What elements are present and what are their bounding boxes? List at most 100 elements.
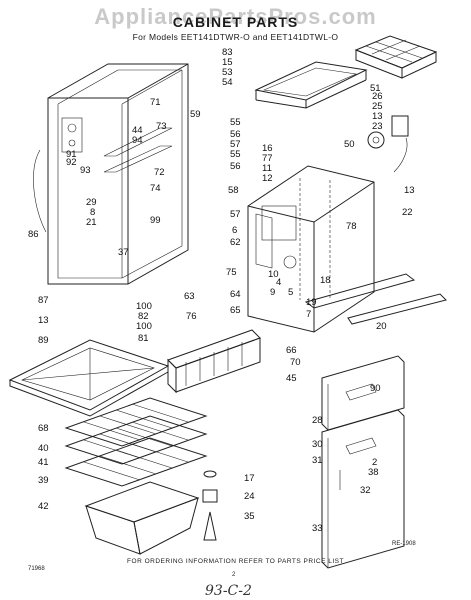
callout-18[interactable]: 18 — [320, 275, 331, 286]
callout-39[interactable]: 39 — [38, 475, 49, 486]
callout-37[interactable]: 37 — [118, 247, 129, 258]
callout-2[interactable]: 2 — [372, 457, 378, 468]
watermark-text: AppliancePartsPros.com — [94, 4, 377, 29]
callout-31[interactable]: 31 — [312, 455, 323, 466]
page-number: 2 — [232, 572, 236, 578]
callout-83[interactable]: 83 — [222, 47, 233, 58]
callout-92[interactable]: 92 — [66, 157, 77, 168]
callout-51[interactable]: 51 — [370, 83, 381, 94]
callout-26[interactable]: 26 — [372, 91, 383, 102]
callout-41[interactable]: 41 — [38, 457, 49, 468]
callout-55a[interactable]: 55 — [230, 117, 241, 128]
callout-93[interactable]: 93 — [80, 165, 91, 176]
crisper-drawer — [84, 481, 200, 555]
callout-71[interactable]: 71 — [150, 97, 161, 108]
callout-4[interactable]: 4 — [276, 277, 282, 288]
callout-24[interactable]: 24 — [244, 491, 255, 502]
callout-29[interactable]: 29 — [86, 197, 97, 208]
callout-63[interactable]: 63 — [184, 291, 195, 302]
callout-100b[interactable]: 100 — [136, 321, 152, 332]
callout-5[interactable]: 5 — [288, 287, 294, 298]
callout-19[interactable]: 19 — [306, 297, 317, 308]
callout-77[interactable]: 77 — [262, 153, 273, 164]
callout-66[interactable]: 66 — [286, 345, 297, 356]
top-tray — [254, 61, 368, 109]
drain-pan — [8, 339, 170, 417]
callout-57b[interactable]: 57 — [230, 209, 241, 220]
callout-13b[interactable]: 13 — [404, 185, 415, 196]
callout-8[interactable]: 8 — [90, 207, 96, 218]
ordering-note: FOR ORDERING INFORMATION REFER TO PARTS … — [127, 558, 344, 565]
callout-12[interactable]: 12 — [262, 173, 273, 184]
callout-21[interactable]: 21 — [86, 217, 97, 228]
callout-58[interactable]: 58 — [228, 185, 239, 196]
callout-65[interactable]: 65 — [230, 305, 241, 316]
callout-35[interactable]: 35 — [244, 511, 255, 522]
callout-90[interactable]: 90 — [370, 383, 381, 394]
callout-32[interactable]: 32 — [360, 485, 371, 496]
callout-100a[interactable]: 100 — [136, 301, 152, 312]
callout-15[interactable]: 15 — [222, 57, 233, 68]
shelves — [64, 397, 208, 487]
callout-78[interactable]: 78 — [346, 221, 357, 232]
callout-6[interactable]: 6 — [232, 225, 238, 236]
callout-87[interactable]: 87 — [38, 295, 49, 306]
door-strips — [304, 273, 447, 325]
callout-44[interactable]: 44 — [132, 125, 143, 136]
callout-22[interactable]: 22 — [402, 207, 413, 218]
callout-33[interactable]: 33 — [312, 523, 323, 534]
callout-13c[interactable]: 13 — [38, 315, 49, 326]
callout-64[interactable]: 64 — [230, 289, 241, 300]
callout-76[interactable]: 76 — [186, 311, 197, 322]
callout-59[interactable]: 59 — [190, 109, 201, 120]
callout-70[interactable]: 70 — [290, 357, 301, 368]
drawing-code-left: 71968 — [28, 566, 45, 572]
diagram-subtitle: For Models EET141DTWR-O and EET141DTWL-O — [132, 32, 339, 42]
callout-40[interactable]: 40 — [38, 443, 49, 454]
callout-68[interactable]: 68 — [38, 423, 49, 434]
callout-56b[interactable]: 56 — [230, 161, 241, 172]
callout-94[interactable]: 94 — [132, 135, 143, 146]
callout-75[interactable]: 75 — [226, 267, 237, 278]
fan-motor — [367, 115, 409, 173]
callout-99[interactable]: 99 — [150, 215, 161, 226]
callout-86[interactable]: 86 — [28, 229, 39, 240]
callout-38[interactable]: 38 — [368, 467, 379, 478]
callout-10[interactable]: 10 — [268, 269, 279, 280]
air-grille — [167, 329, 261, 394]
callout-16[interactable]: 16 — [262, 143, 273, 154]
callout-53[interactable]: 53 — [222, 67, 233, 78]
callout-62[interactable]: 62 — [230, 237, 241, 248]
callout-57[interactable]: 57 — [230, 139, 241, 150]
callout-9[interactable]: 9 — [270, 287, 276, 298]
callout-89[interactable]: 89 — [38, 335, 49, 346]
callout-73[interactable]: 73 — [156, 121, 167, 132]
callout-81[interactable]: 81 — [138, 333, 149, 344]
callout-91[interactable]: 91 — [66, 149, 77, 160]
callout-82[interactable]: 82 — [138, 311, 149, 322]
diagram-title: CABINET PARTS — [172, 14, 299, 30]
freezer-liner — [247, 165, 375, 333]
callout-72[interactable]: 72 — [154, 167, 165, 178]
callout-25[interactable]: 25 — [372, 101, 383, 112]
callout-42[interactable]: 42 — [38, 501, 49, 512]
callout-56a[interactable]: 56 — [230, 129, 241, 140]
callout-74[interactable]: 74 — [150, 183, 161, 194]
callout-28[interactable]: 28 — [312, 415, 323, 426]
handwritten-note: 93-C-2 — [205, 583, 252, 599]
callout-11[interactable]: 11 — [262, 163, 272, 174]
callout-7[interactable]: 7 — [306, 309, 312, 320]
callout-54[interactable]: 54 — [222, 77, 233, 88]
ice-tray — [354, 35, 438, 79]
cabinet-shell — [33, 63, 189, 285]
callout-20[interactable]: 20 — [376, 321, 387, 332]
callout-50[interactable]: 50 — [344, 139, 355, 150]
callout-23[interactable]: 23 — [372, 121, 383, 132]
callout-13[interactable]: 13 — [372, 111, 383, 122]
callout-45[interactable]: 45 — [286, 373, 297, 384]
callout-17[interactable]: 17 — [244, 473, 255, 484]
callout-30[interactable]: 30 — [312, 439, 323, 450]
callout-55b[interactable]: 55 — [230, 149, 241, 160]
